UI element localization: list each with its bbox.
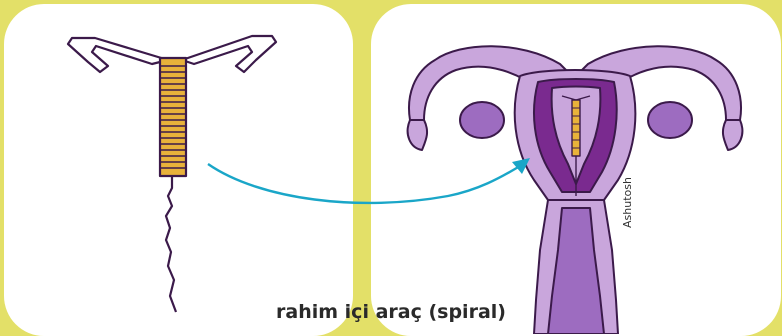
uterus-illustration (408, 46, 743, 334)
diagram-caption: rahim içi araç (spiral) (0, 301, 782, 323)
insertion-arrow (208, 158, 530, 203)
artist-signature: Ashutosh (621, 177, 634, 228)
iud-device (68, 36, 276, 312)
